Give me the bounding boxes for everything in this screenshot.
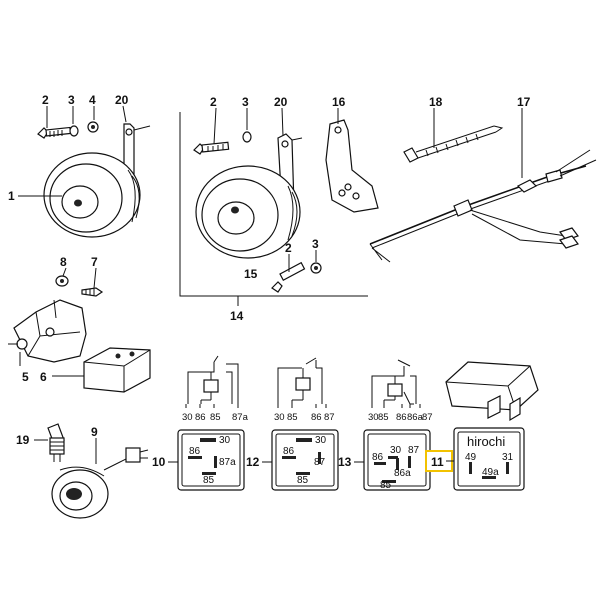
relay10-face-30: 30 <box>219 435 231 446</box>
horn-center: 2 3 20 16 2 3 15 14 <box>179 95 379 323</box>
relay13-schem-86: 86 <box>396 412 407 423</box>
relay10-schem-86: 86 <box>195 412 206 423</box>
callout-13: 13 <box>338 455 352 469</box>
relay13-schem-86a: 86a <box>407 412 424 423</box>
relay13-face-86: 86 <box>372 452 384 463</box>
callout-7: 7 <box>91 255 98 269</box>
cable-tie-and-harness: 18 17 <box>369 95 597 263</box>
callout-16: 16 <box>332 95 346 109</box>
callout-18: 18 <box>429 95 443 109</box>
relay-12: 30 85 86 87 30 86 87 85 12 <box>246 357 339 491</box>
callout-5: 5 <box>22 370 29 384</box>
relay12-schem-30: 30 <box>274 412 285 423</box>
callout-3-center-bottom: 3 <box>312 237 319 251</box>
callout-20-center: 20 <box>274 95 288 109</box>
harness-17 <box>369 165 587 245</box>
mounting-parts: 8 7 5 6 <box>8 255 151 393</box>
switch-and-buzzer: 19 9 <box>16 423 149 519</box>
relay12-schem-87: 87 <box>324 412 335 423</box>
callout-14: 14 <box>230 309 244 323</box>
relay10-face-87a: 87a <box>219 457 236 468</box>
relay13-schem-30: 30 <box>368 412 379 423</box>
callout-2-center-top: 2 <box>210 95 217 109</box>
relay11-face-31: 31 <box>502 452 514 463</box>
relay10-face-85: 85 <box>203 475 215 486</box>
relay12-face <box>271 429 339 491</box>
relay-13: 30 85 86 86a 87 86 30 87 86a 85 13 <box>338 359 433 491</box>
callout-2-left: 2 <box>42 93 49 107</box>
callout-20-left: 20 <box>115 93 129 107</box>
callout-19: 19 <box>16 433 30 447</box>
relay-10: 30 86 85 87a 30 86 87a 85 10 <box>152 355 249 491</box>
relay11-face-49: 49 <box>465 452 477 463</box>
relay10-schem-30: 30 <box>182 412 193 423</box>
relay12-schem-86: 86 <box>311 412 322 423</box>
callout-10: 10 <box>152 455 166 469</box>
cable-tie-18 <box>403 147 419 163</box>
relay13-face-87: 87 <box>408 445 420 456</box>
callout-1: 1 <box>8 189 15 203</box>
callout-2-center-bottom: 2 <box>285 241 292 255</box>
relay10-face-86: 86 <box>189 446 201 457</box>
callout-15: 15 <box>244 267 258 281</box>
relay13-face-86a: 86a <box>394 468 411 479</box>
relay12-face-85: 85 <box>297 475 309 486</box>
relay12-face-30: 30 <box>315 435 327 446</box>
relay10-schem-85: 85 <box>210 412 221 423</box>
callout-11: 11 <box>431 455 444 469</box>
callout-6: 6 <box>40 370 47 384</box>
watermark-hirochi: hirochi <box>467 434 505 449</box>
callout-4: 4 <box>89 93 96 107</box>
callout-9: 9 <box>91 425 98 439</box>
callout-12: 12 <box>246 455 260 469</box>
relay13-schem-85: 85 <box>378 412 389 423</box>
relay11-face-49a: 49a <box>482 467 499 478</box>
callout-8: 8 <box>60 255 67 269</box>
relay-11: hirochi 49 31 49a 11 <box>425 361 539 491</box>
bracket-16 <box>325 119 379 213</box>
relay13-face-85: 85 <box>380 480 392 491</box>
callout-17: 17 <box>517 95 531 109</box>
callout-3-center-top: 3 <box>242 95 249 109</box>
flasher-11-housing <box>445 361 539 411</box>
horn-left: 2 3 4 20 1 <box>8 93 151 238</box>
block-6 <box>83 347 151 393</box>
relay10-face <box>177 429 245 491</box>
relay12-schem-85: 85 <box>287 412 298 423</box>
relay13-schem-87: 87 <box>422 412 433 423</box>
relay11-face <box>453 427 525 491</box>
callout-3-left: 3 <box>68 93 75 107</box>
relay12-face-87: 87 <box>314 457 326 468</box>
screw-7 <box>81 287 104 297</box>
relay13-face-30: 30 <box>390 445 402 456</box>
washer-3-left <box>69 125 79 137</box>
relay12-face-86: 86 <box>283 446 295 457</box>
relay10-schem-87a: 87a <box>232 412 249 423</box>
